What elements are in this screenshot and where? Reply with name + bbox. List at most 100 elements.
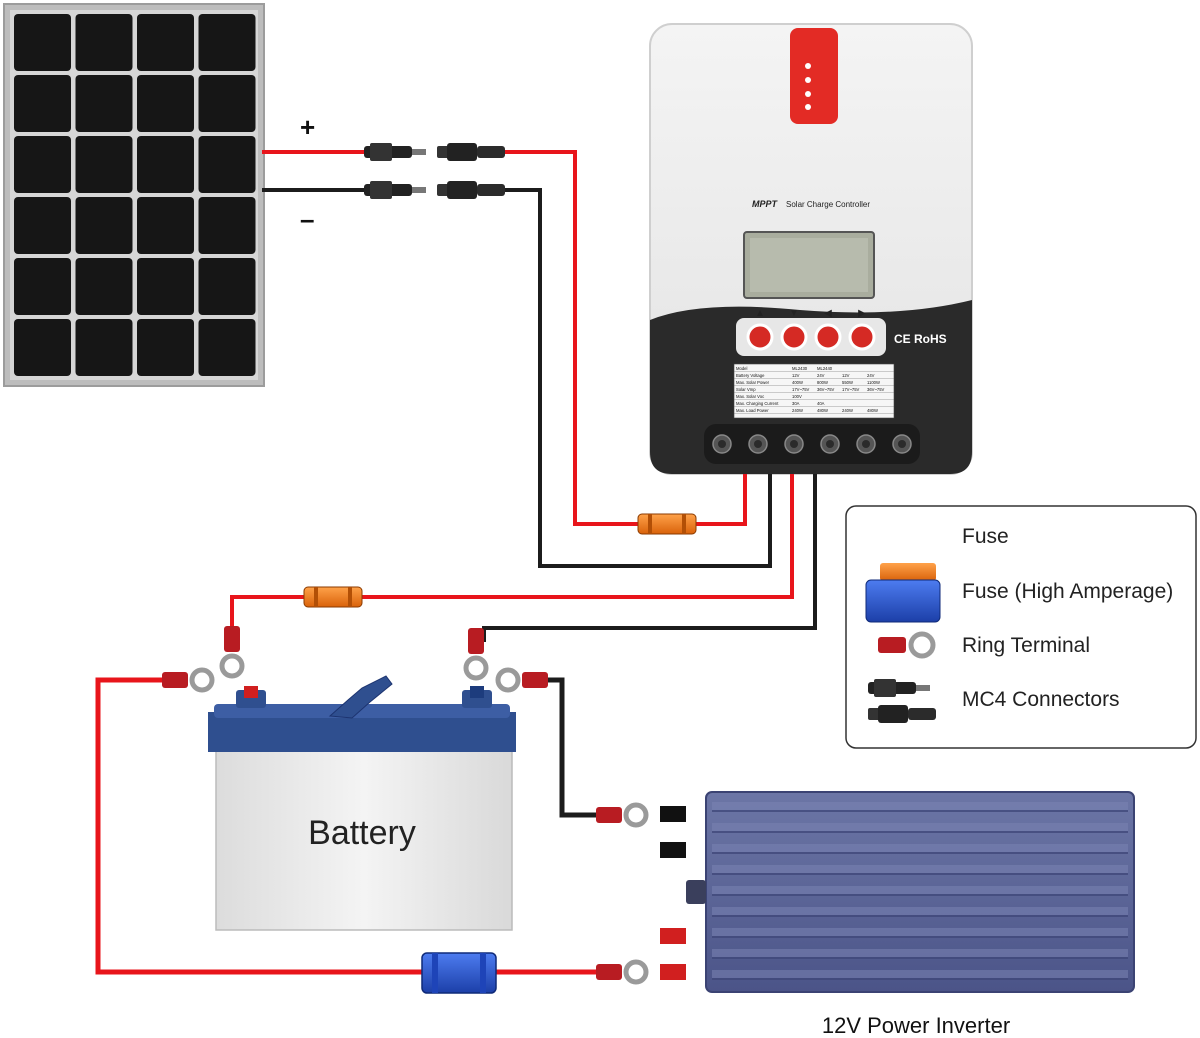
solar-cell <box>75 136 133 193</box>
status-led-panel <box>790 28 838 124</box>
solar-cell <box>75 197 133 254</box>
battery-positive-wire <box>230 488 794 628</box>
solar-panel <box>3 3 265 387</box>
solar-cell <box>14 14 71 71</box>
spec-cell: ML2440 <box>817 366 833 371</box>
spec-cell: Model <box>736 366 747 371</box>
solar-cell <box>14 258 71 315</box>
solar-cell <box>14 197 71 254</box>
button-arrow-label: ▼ <box>789 308 799 319</box>
spec-cell: 400W <box>792 380 803 385</box>
solar-cell <box>137 319 194 376</box>
solar-cell <box>137 197 194 254</box>
ring-terminals <box>162 626 649 985</box>
legend-ring-terminal-label: Ring Terminal <box>962 634 1090 657</box>
battery: Battery <box>208 675 516 931</box>
solar-cell <box>75 258 133 315</box>
inverter-positive-posts <box>660 928 686 980</box>
spec-cell: 240W <box>842 408 853 413</box>
spec-cell: 36V~75V <box>867 387 885 392</box>
plus-sign: + <box>300 112 315 142</box>
controller-button[interactable] <box>780 323 808 351</box>
spec-cell: 240W <box>792 408 803 413</box>
battery-positive-terminal <box>244 686 258 698</box>
legend: Fuse Fuse (High Amperage) Ring Terminal … <box>845 505 1197 749</box>
solar-cell <box>14 75 71 132</box>
spec-cell: Battery Voltage <box>736 373 765 378</box>
certification-label: CE RoHS <box>894 332 947 346</box>
battery-negative-terminal <box>470 686 484 698</box>
spec-cell: 30A <box>792 401 800 406</box>
spec-table <box>733 363 895 419</box>
spec-cell: Max. Solar Voc <box>736 394 764 399</box>
ring-terminal <box>162 667 215 693</box>
battery-fuse <box>303 586 363 608</box>
ring-terminal <box>463 628 489 681</box>
minus-sign: – <box>300 204 314 234</box>
solar-cell <box>198 14 256 71</box>
spec-cell: 800W <box>817 380 828 385</box>
button-arrow-label: ▶ <box>858 308 866 319</box>
spec-cell: 36V~75V <box>817 387 835 392</box>
solar-cell <box>137 75 194 132</box>
solar-cell <box>14 319 71 376</box>
button-arrow-label: ▲ <box>755 308 765 319</box>
legend-mc4-label: MC4 Connectors <box>962 688 1120 711</box>
mc4-connector-pair-positive <box>364 143 505 161</box>
spec-cell: 480W <box>817 408 828 413</box>
controller-button[interactable] <box>746 323 774 351</box>
spec-cell: 550W <box>842 380 853 385</box>
solar-cells <box>14 14 256 376</box>
solar-cell <box>137 136 194 193</box>
ring-terminal <box>495 667 548 693</box>
solar-cell <box>75 319 133 376</box>
ring-terminal <box>596 959 649 985</box>
controller-button[interactable] <box>848 323 876 351</box>
inverter-positive-wire <box>95 677 598 975</box>
spec-cell: 100V <box>792 394 802 399</box>
ring-terminal <box>219 626 245 679</box>
solar-cell <box>137 14 194 71</box>
spec-cell: Max. Solar Power <box>736 380 770 385</box>
pv-fuse <box>637 513 697 535</box>
high-amp-fuse <box>421 952 497 994</box>
solar-cell <box>14 136 71 193</box>
charge-controller: MPPT Solar Charge Controller ▲ ▼ ◀ ▶ CE RoH… <box>649 23 973 490</box>
spec-cell: Max. Charging Current <box>736 401 779 406</box>
solar-cell <box>198 258 256 315</box>
inverter-negative-posts <box>660 806 686 858</box>
solar-cell <box>75 75 133 132</box>
spec-cell: Max. Load Power <box>736 408 769 413</box>
fuse-icon <box>880 563 936 581</box>
inverter-negative-wire <box>548 677 598 818</box>
spec-cell: 12V <box>792 373 800 378</box>
controller-button[interactable] <box>814 323 842 351</box>
ring-terminal-icon <box>878 631 936 659</box>
solar-cell <box>198 75 256 132</box>
button-arrow-label: ◀ <box>824 308 832 319</box>
inverter-caption: 12V Power Inverter <box>822 1013 1010 1038</box>
spec-cell: 24V <box>817 373 825 378</box>
spec-cell: 17V~75V <box>842 387 860 392</box>
pv-positive-wire <box>505 150 747 526</box>
legend-high-amp-fuse-label: Fuse (High Amperage) <box>962 580 1173 603</box>
solar-cell <box>198 197 256 254</box>
battery-label: Battery <box>308 814 416 852</box>
solar-cell <box>75 14 133 71</box>
pv-negative-wire <box>505 188 772 568</box>
controller-subtitle: Solar Charge Controller <box>786 200 870 209</box>
spec-cell: 480W <box>867 408 878 413</box>
spec-cell: 40A <box>817 401 825 406</box>
spec-cell: 1100W <box>867 380 880 385</box>
spec-cell: 17V~75V <box>792 387 810 392</box>
spec-cell: Solar Vmp <box>736 387 756 392</box>
spec-cell: 12V <box>842 373 850 378</box>
controller-brand: MPPT <box>752 199 779 209</box>
spec-cell: 24V <box>867 373 875 378</box>
solar-cell <box>198 319 256 376</box>
spec-cell: ML2430 <box>792 366 808 371</box>
high-amp-fuse-icon <box>865 579 941 623</box>
solar-cell <box>137 258 194 315</box>
power-inverter <box>660 791 1135 993</box>
solar-cell <box>198 136 256 193</box>
